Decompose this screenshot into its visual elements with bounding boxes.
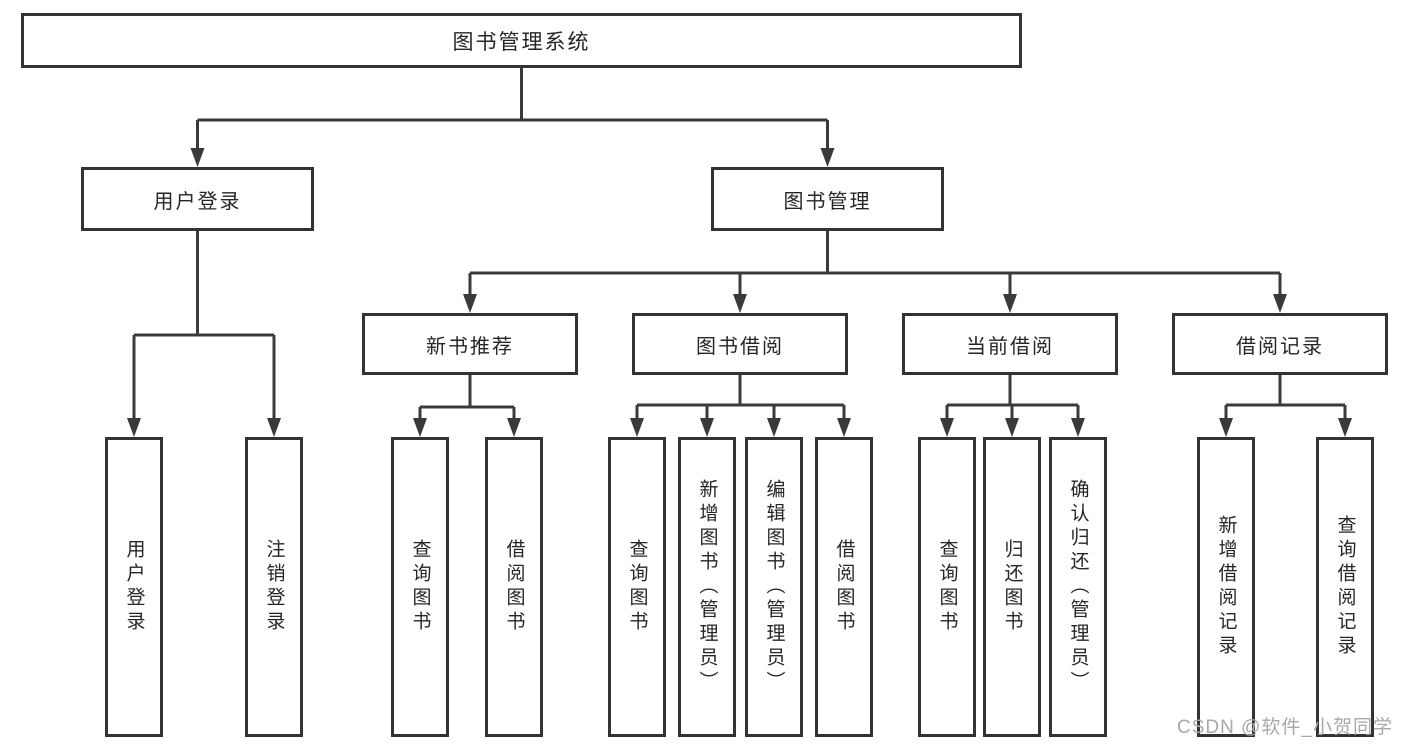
leaf-borrow-query-books-label: 查询图书 xyxy=(626,539,648,635)
leaf-user-login: 用户登录 xyxy=(105,437,163,737)
leaf-records-query-record-label: 查询借阅记录 xyxy=(1334,515,1356,659)
leaf-newrec-query-books-label: 查询图书 xyxy=(409,539,431,635)
leaf-records-add-record: 新增借阅记录 xyxy=(1197,437,1255,737)
leaf-borrow-borrow-books: 借阅图书 xyxy=(815,437,873,737)
leaf-borrow-edit-books-admin-label: 编辑图书（管理员） xyxy=(763,479,785,695)
connector-root-to-level2 xyxy=(190,68,835,167)
node-book-mgmt: 图书管理 xyxy=(711,167,944,231)
node-borrow-records: 借阅记录 xyxy=(1172,313,1388,375)
leaf-current-confirm-return-admin: 确认归还（管理员） xyxy=(1049,437,1107,737)
leaf-newrec-query-books: 查询图书 xyxy=(391,437,449,737)
leaf-current-confirm-return-admin-label: 确认归还（管理员） xyxy=(1067,479,1089,695)
connector-user-login-to-leaves xyxy=(127,231,281,437)
leaf-user-login-label: 用户登录 xyxy=(123,539,145,635)
connector-book-mgmt-to-level3 xyxy=(463,231,1287,313)
leaf-newrec-borrow-books: 借阅图书 xyxy=(485,437,543,737)
leaf-logout-login-label: 注销登录 xyxy=(263,539,285,635)
node-user-login: 用户登录 xyxy=(81,167,314,231)
node-book-borrow: 图书借阅 xyxy=(632,313,848,375)
watermark: CSDN @软件_小贺同学 xyxy=(1177,717,1393,738)
leaf-borrow-add-books-admin-label: 新增图书（管理员） xyxy=(696,479,718,695)
leaf-records-add-record-label: 新增借阅记录 xyxy=(1215,515,1237,659)
leaf-records-query-record: 查询借阅记录 xyxy=(1316,437,1374,737)
leaf-current-query-books-label: 查询图书 xyxy=(936,539,958,635)
leaf-borrow-edit-books-admin: 编辑图书（管理员） xyxy=(745,437,803,737)
connector-book-borrow-to-leaves xyxy=(630,375,851,437)
leaf-current-return-books-label: 归还图书 xyxy=(1001,539,1023,635)
leaf-current-return-books: 归还图书 xyxy=(983,437,1041,737)
leaf-borrow-borrow-books-label: 借阅图书 xyxy=(833,539,855,635)
leaf-logout-login: 注销登录 xyxy=(245,437,303,737)
leaf-borrow-query-books: 查询图书 xyxy=(608,437,666,737)
leaf-current-query-books: 查询图书 xyxy=(918,437,976,737)
leaf-newrec-borrow-books-label: 借阅图书 xyxy=(503,539,525,635)
connector-current-borrow-to-leaves xyxy=(940,375,1085,437)
node-root: 图书管理系统 xyxy=(21,13,1022,68)
connector-new-book-rec-to-leaves xyxy=(413,375,521,437)
node-current-borrow: 当前借阅 xyxy=(902,313,1118,375)
connector-borrow-records-to-leaves xyxy=(1219,375,1352,437)
node-new-book-rec: 新书推荐 xyxy=(362,313,578,375)
leaf-borrow-add-books-admin: 新增图书（管理员） xyxy=(678,437,736,737)
